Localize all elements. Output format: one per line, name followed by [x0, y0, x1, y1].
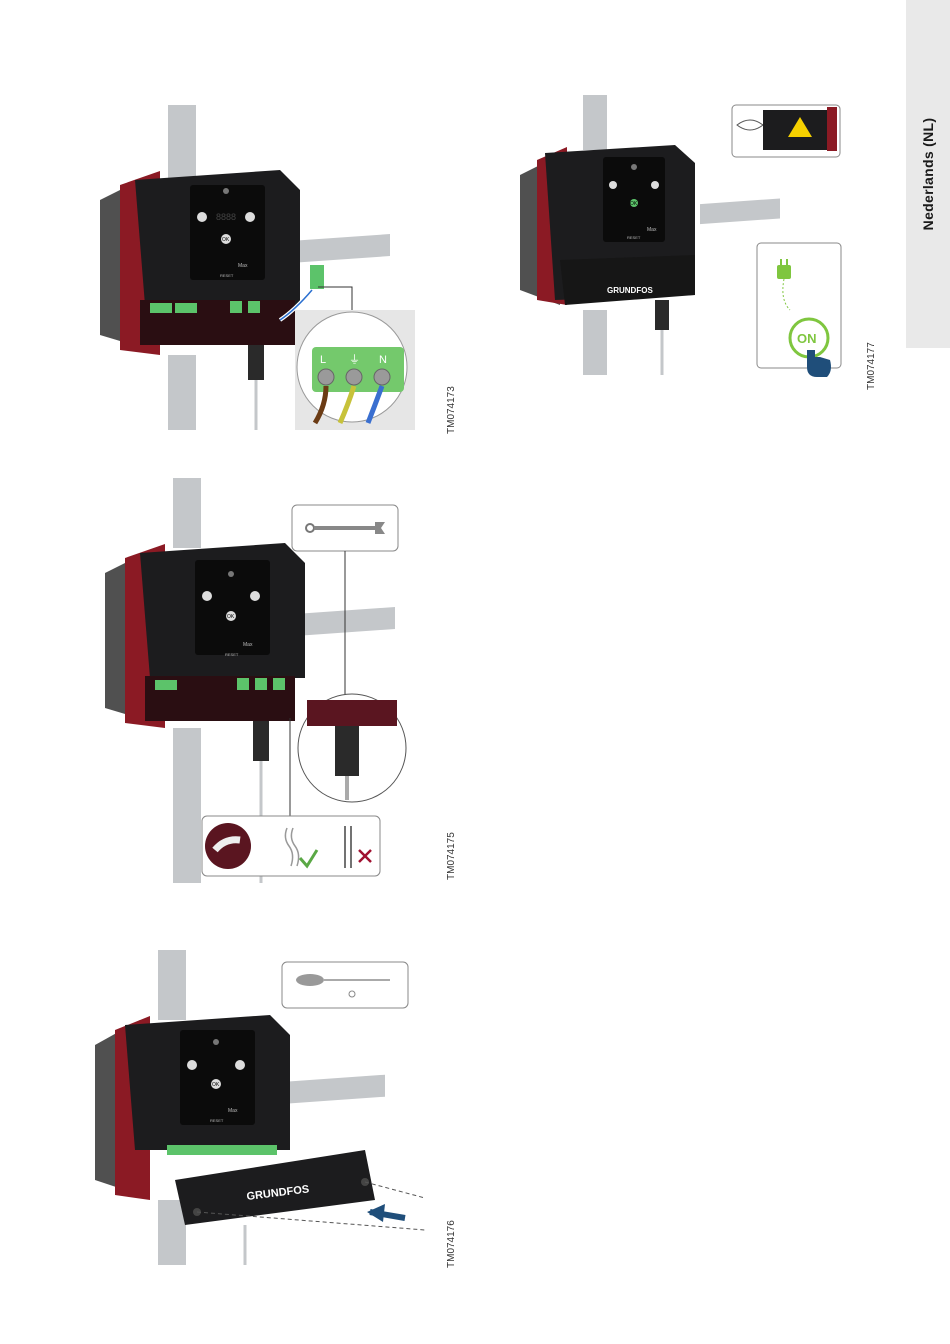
language-tab: Nederlands (NL) — [906, 0, 950, 348]
pipe-side — [290, 234, 390, 263]
svg-text:8888: 8888 — [216, 212, 236, 222]
pipe-top — [173, 478, 201, 548]
language-tab-label: Nederlands (NL) — [920, 118, 936, 231]
figure-code-3: TM074176 — [446, 1220, 457, 1268]
figure-wiring: 8888 OK Max RESET L ⏚ N — [90, 105, 430, 435]
pipe-top — [158, 950, 186, 1020]
figure-cable-gland: OK Max RESET — [95, 478, 415, 888]
figure-cover-mount: OK Max RESET GRUNDFOS — [95, 950, 425, 1270]
reset-label: RESET — [210, 1118, 224, 1123]
max-label: Max — [647, 227, 657, 233]
ok-label: OK — [227, 614, 235, 620]
plug-icon — [777, 265, 791, 279]
figure-code-1: TM074173 — [446, 386, 457, 434]
ok-label: OK — [222, 237, 230, 243]
reset-label: RESET — [627, 235, 641, 240]
ok-label: OK — [212, 1082, 220, 1088]
reset-label: RESET — [225, 652, 239, 657]
brand-label: GRUNDFOS — [607, 286, 653, 295]
screwdriver-tool-box — [282, 962, 408, 1008]
pipe-bottom — [168, 355, 196, 430]
figure-code-2: TM074175 — [446, 832, 457, 880]
reset-label: RESET — [220, 273, 234, 278]
max-label: Max — [228, 1108, 238, 1114]
max-label: Max — [238, 263, 248, 269]
pipe-top — [583, 95, 607, 150]
pipe-top — [168, 105, 196, 185]
front-cover — [560, 255, 695, 305]
max-label: Max — [243, 642, 253, 648]
terminal-l: L — [320, 354, 326, 366]
on-label: ON — [797, 331, 817, 346]
figure-code-4: TM074177 — [866, 342, 877, 390]
figure-power-on: OK Max RESET GRUNDFOS ON — [515, 95, 845, 390]
cable-gland — [248, 345, 264, 380]
pipe-bottom — [583, 310, 607, 375]
control-panel — [190, 185, 265, 280]
cable-gland — [253, 721, 269, 761]
pipe-bottom — [173, 728, 201, 883]
terminal-earth: ⏚ — [349, 353, 360, 366]
terminal-n: N — [379, 354, 387, 366]
ok-label: OK — [630, 201, 638, 207]
plug-connector — [310, 265, 324, 289]
screwdriver-icon — [296, 974, 324, 986]
